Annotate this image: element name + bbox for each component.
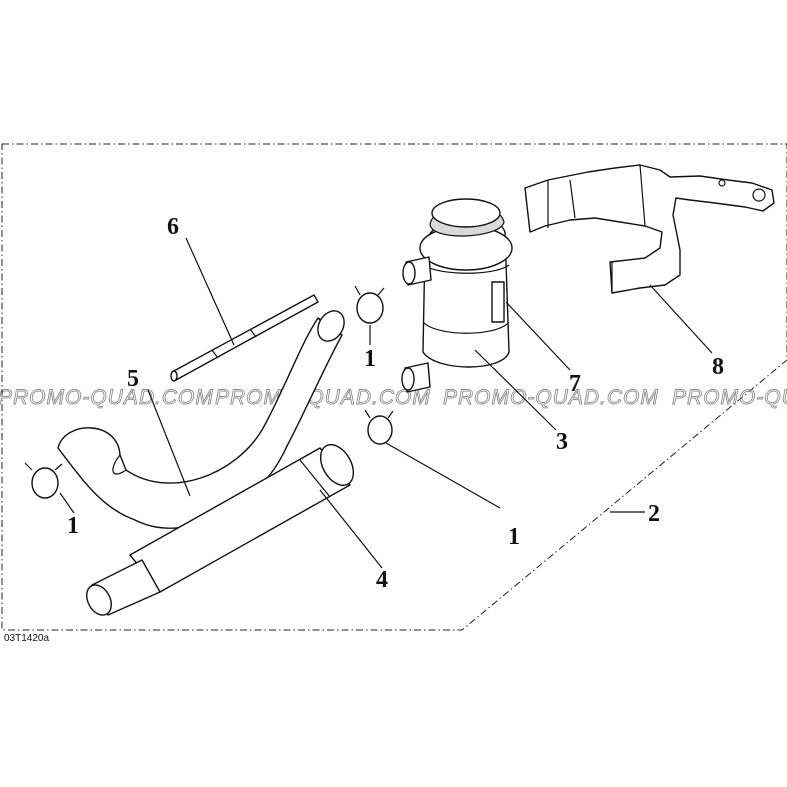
watermark: PROMO-QUAD.COM xyxy=(215,386,431,409)
kit-frame xyxy=(1,143,787,631)
clamp-part xyxy=(354,285,385,324)
watermark-group: PROMO-QUAD.COM PROMO-QUAD.COM PROMO-QUAD… xyxy=(0,386,787,410)
callout-number: 8 xyxy=(712,354,724,380)
callout-group: 6 5 1 1 1 7 3 8 2 4 xyxy=(67,214,724,593)
bracket-part xyxy=(524,164,775,294)
clamp-part xyxy=(24,462,63,499)
callout-number: 1 xyxy=(508,524,520,550)
leader-lines xyxy=(59,237,713,569)
canister-part xyxy=(401,198,513,393)
watermark: PROMO-QUAD.COM xyxy=(443,386,659,409)
watermark: PROMO-QUAD.COM xyxy=(0,386,214,409)
callout-number: 1 xyxy=(364,346,376,372)
drawing-reference-code: 03T1420a xyxy=(4,633,49,644)
callout-number: 4 xyxy=(376,567,388,593)
callout-number: 2 xyxy=(648,501,660,527)
hose-part xyxy=(57,310,345,529)
callout-number: 5 xyxy=(127,366,139,392)
callout-number: 7 xyxy=(569,371,581,397)
callout-number: 1 xyxy=(67,513,79,539)
straight-hose-part xyxy=(86,444,355,616)
callout-number: 3 xyxy=(556,429,568,455)
callout-number: 6 xyxy=(167,214,179,240)
rod-part xyxy=(170,294,319,382)
clamp-part xyxy=(364,409,394,445)
watermark: PROMO-QUAD.COM xyxy=(672,386,787,409)
